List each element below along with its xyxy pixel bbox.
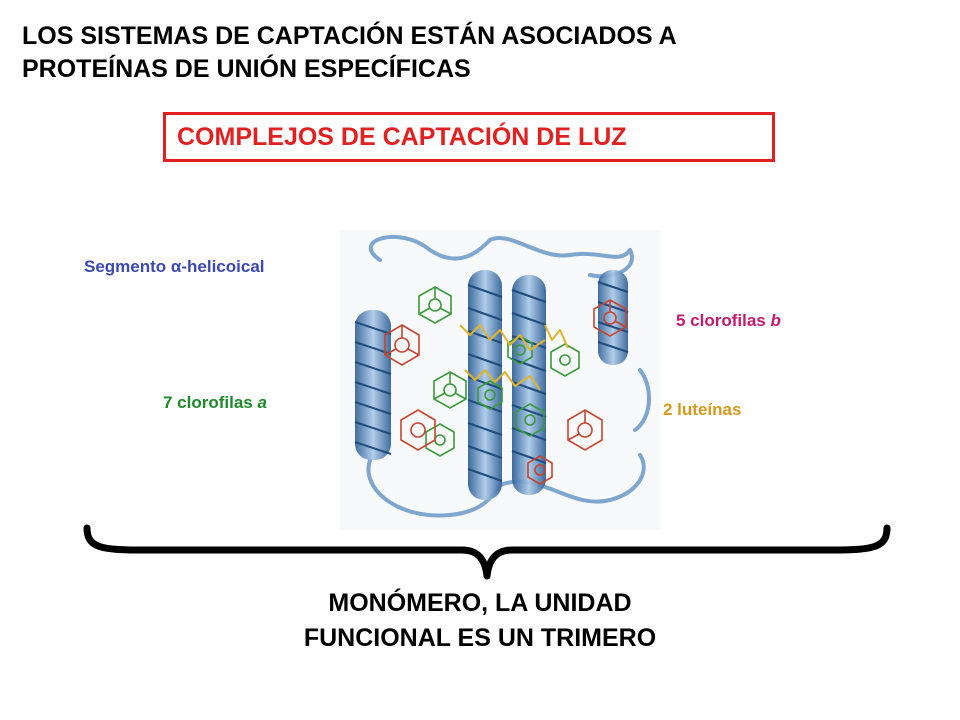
lutein-group [459,324,569,391]
monomer-caption: MONÓMERO, LA UNIDAD FUNCIONAL ES UN TRIM… [230,586,730,656]
subtitle-box: COMPLEJOS DE CAPTACIÓN DE LUZ [163,112,775,162]
label-helix-prefix: Segmento [84,257,171,276]
title-line-2: PROTEÍNAS DE UNIÓN ESPECÍFICAS [22,54,471,83]
label-helix-alpha: α [170,257,182,276]
ribbon-loops [366,235,652,518]
label-chlb-prefix: 5 clorofilas [676,311,771,330]
lhc-protein-illustration [340,230,660,530]
label-chlorophyll-b: 5 clorofilas b [676,311,781,331]
caption-line-2: FUNCIONAL ES UN TRIMERO [303,624,657,652]
alpha-helix-left [354,310,392,460]
curly-brace [83,524,891,580]
alpha-helix-center-2 [511,275,547,495]
caption-line-1: MONÓMERO, LA UNIDAD [328,589,632,617]
label-chlb-letter: b [770,311,781,330]
label-chla-prefix: 7 clorofilas [163,393,258,412]
label-chla-letter: a [257,393,267,412]
title-line-1: LOS SISTEMAS DE CAPTACIÓN ESTÁN ASOCIADO… [22,22,677,50]
label-chlorophyll-a: 7 clorofilas a [163,393,267,413]
alpha-helix-right [597,270,629,365]
label-luteins: 2 luteínas [663,400,742,419]
slide-title: LOS SISTEMAS DE CAPTACIÓN ESTÁN ASOCIADO… [22,20,922,85]
label-helix-suffix: -helicoical [181,257,265,276]
chlorophyll-b-group [384,299,627,485]
label-alpha-helix: Segmento α-helicoical [84,257,265,277]
